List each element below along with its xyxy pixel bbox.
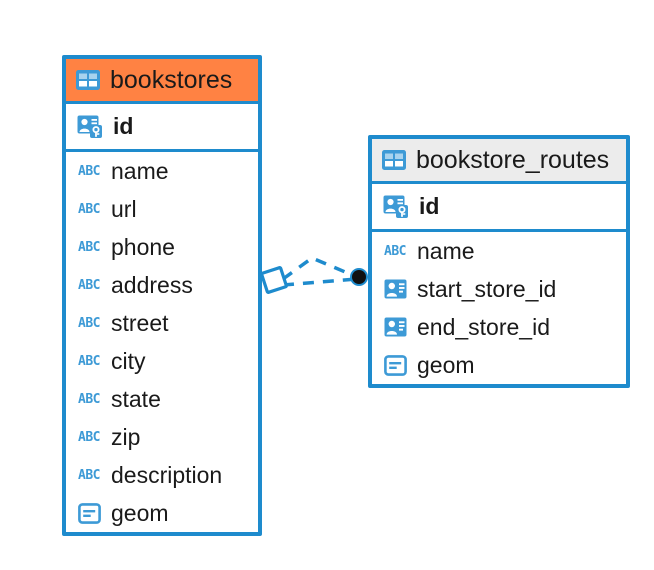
abc-glyph: ABC — [78, 239, 100, 255]
text-field-icon: ABC — [76, 462, 102, 488]
abc-glyph: ABC — [78, 163, 100, 179]
text-field-icon: ABC — [76, 386, 102, 412]
relationship-line-upper — [281, 256, 358, 281]
field-row[interactable]: ABC phone — [66, 228, 258, 266]
abc-glyph: ABC — [384, 243, 406, 259]
geometry-field-icon — [382, 352, 408, 378]
field-row[interactable]: ABC address — [66, 266, 258, 304]
primary-key-icon — [76, 114, 104, 140]
primary-key-section: id — [66, 104, 258, 152]
entity-bookstores[interactable]: bookstores — [62, 55, 262, 536]
field-label: name — [417, 237, 475, 264]
primary-key-icon — [382, 194, 410, 220]
geometry-field-icon — [76, 500, 102, 526]
abc-glyph: ABC — [78, 353, 100, 369]
field-row[interactable]: ABC url — [66, 190, 258, 228]
field-label: city — [111, 347, 146, 374]
table-icon — [75, 67, 101, 93]
abc-glyph: ABC — [78, 315, 100, 331]
field-list: ABC name ABC url ABC phone ABC ad — [66, 152, 258, 532]
text-field-icon: ABC — [382, 238, 408, 264]
field-row[interactable]: ABC street — [66, 304, 258, 342]
abc-glyph: ABC — [78, 277, 100, 293]
field-label: street — [111, 309, 169, 336]
text-field-icon: ABC — [76, 348, 102, 374]
field-label: start_store_id — [417, 275, 557, 302]
foreign-key-icon — [382, 276, 408, 302]
field-list: ABC name start_store_id — [372, 232, 626, 384]
field-label: geom — [111, 499, 169, 526]
field-row-primary-key[interactable]: id — [66, 104, 258, 149]
text-field-icon: ABC — [76, 158, 102, 184]
field-row[interactable]: ABC state — [66, 380, 258, 418]
text-field-icon: ABC — [76, 234, 102, 260]
field-row[interactable]: start_store_id — [372, 270, 626, 308]
foreign-key-icon — [382, 314, 408, 340]
abc-glyph: ABC — [78, 429, 100, 445]
field-label: name — [111, 157, 169, 184]
text-field-icon: ABC — [76, 424, 102, 450]
field-label: id — [113, 113, 134, 139]
field-row[interactable]: ABC zip — [66, 418, 258, 456]
field-row[interactable]: ABC name — [66, 152, 258, 190]
relationship-line-lower — [282, 277, 358, 287]
field-label: zip — [111, 423, 141, 450]
field-label: state — [111, 385, 161, 412]
text-field-icon: ABC — [76, 310, 102, 336]
table-icon — [381, 147, 407, 173]
field-label: end_store_id — [417, 313, 550, 340]
entity-header: bookstore_routes — [372, 139, 626, 184]
entity-title: bookstores — [110, 65, 233, 94]
field-label: url — [111, 195, 137, 222]
text-field-icon: ABC — [76, 196, 102, 222]
field-row[interactable]: geom — [372, 346, 626, 384]
abc-glyph: ABC — [78, 201, 100, 217]
field-label: description — [111, 461, 223, 488]
field-row[interactable]: ABC name — [372, 232, 626, 270]
entity-bookstore-routes[interactable]: bookstore_routes — [368, 135, 630, 388]
diamond-outline-marker — [260, 266, 288, 294]
field-label: phone — [111, 233, 175, 260]
field-row[interactable]: ABC description — [66, 456, 258, 494]
text-field-icon: ABC — [76, 272, 102, 298]
field-label: id — [419, 193, 440, 219]
entity-title: bookstore_routes — [416, 145, 610, 174]
filled-circle-marker — [350, 268, 368, 286]
field-row[interactable]: ABC city — [66, 342, 258, 380]
entity-header: bookstores — [66, 59, 258, 104]
abc-glyph: ABC — [78, 391, 100, 407]
field-label: address — [111, 271, 193, 298]
abc-glyph: ABC — [78, 467, 100, 483]
primary-key-section: id — [372, 184, 626, 232]
field-row[interactable]: geom — [66, 494, 258, 532]
field-label: geom — [417, 351, 475, 378]
field-row-primary-key[interactable]: id — [372, 184, 626, 229]
field-row[interactable]: end_store_id — [372, 308, 626, 346]
